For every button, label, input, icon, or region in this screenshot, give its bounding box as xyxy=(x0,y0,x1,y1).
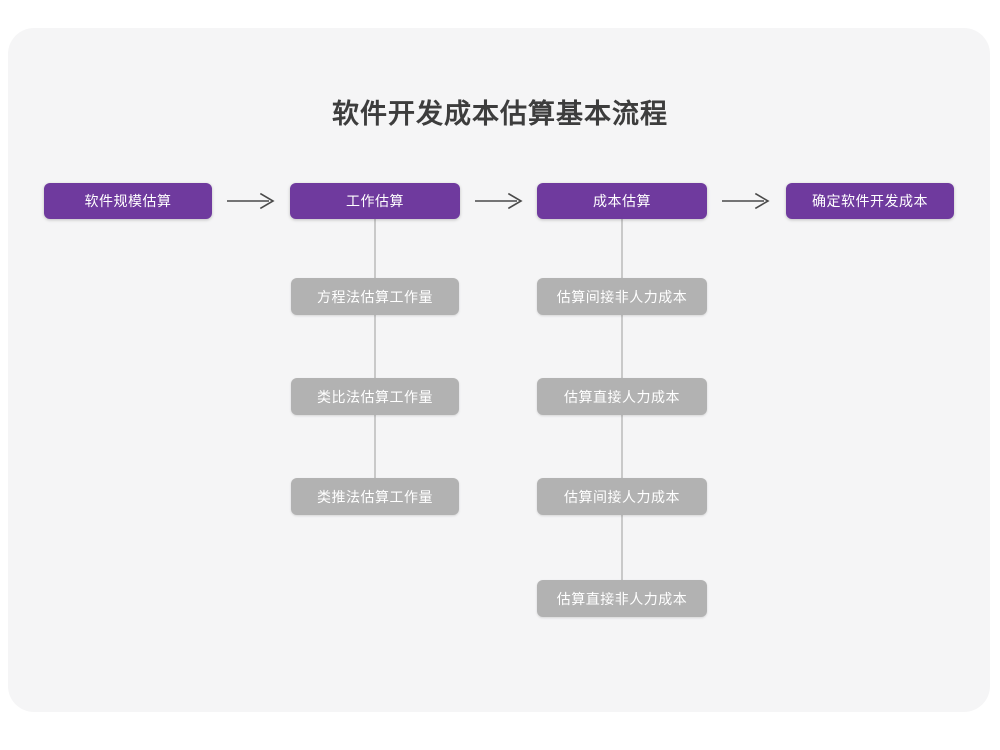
stage-node-1-label: 软件规模估算 xyxy=(84,193,172,209)
arrow-stage1-stage2 xyxy=(225,190,279,212)
substep-node-stage3-1-label: 估算间接非人力成本 xyxy=(556,288,688,305)
substep-node-stage3-4-label: 估算直接非人力成本 xyxy=(556,590,688,607)
substep-node-stage3-3-label: 估算间接人力成本 xyxy=(564,488,680,505)
stage-node-3[interactable]: 成本估算 xyxy=(537,183,707,219)
stage-node-2-label: 工作估算 xyxy=(346,193,404,209)
stage-node-2[interactable]: 工作估算 xyxy=(290,183,460,219)
diagram-card xyxy=(8,28,990,712)
substep-node-stage2-2[interactable]: 类比法估算工作量 xyxy=(291,378,459,415)
substep-node-stage2-2-label: 类比法估算工作量 xyxy=(317,388,433,405)
substep-node-stage3-1[interactable]: 估算间接非人力成本 xyxy=(537,278,707,315)
substep-node-stage2-3-label: 类推法估算工作量 xyxy=(317,488,433,505)
stage-node-3-label: 成本估算 xyxy=(593,193,651,209)
substep-node-stage3-3[interactable]: 估算间接人力成本 xyxy=(537,478,707,515)
arrow-stage3-stage4 xyxy=(720,190,774,212)
substep-node-stage2-1[interactable]: 方程法估算工作量 xyxy=(291,278,459,315)
substep-node-stage2-1-label: 方程法估算工作量 xyxy=(317,288,433,305)
connector-line-stage2 xyxy=(374,218,376,498)
stage-node-4-label: 确定软件开发成本 xyxy=(812,193,928,209)
substep-node-stage3-4[interactable]: 估算直接非人力成本 xyxy=(537,580,707,617)
substep-node-stage3-2[interactable]: 估算直接人力成本 xyxy=(537,378,707,415)
page-title: 软件开发成本估算基本流程 xyxy=(332,99,668,129)
stage-node-1[interactable]: 软件规模估算 xyxy=(44,183,212,219)
arrow-stage2-stage3 xyxy=(473,190,527,212)
stage-node-4[interactable]: 确定软件开发成本 xyxy=(786,183,954,219)
substep-node-stage3-2-label: 估算直接人力成本 xyxy=(564,388,680,405)
substep-node-stage2-3[interactable]: 类推法估算工作量 xyxy=(291,478,459,515)
